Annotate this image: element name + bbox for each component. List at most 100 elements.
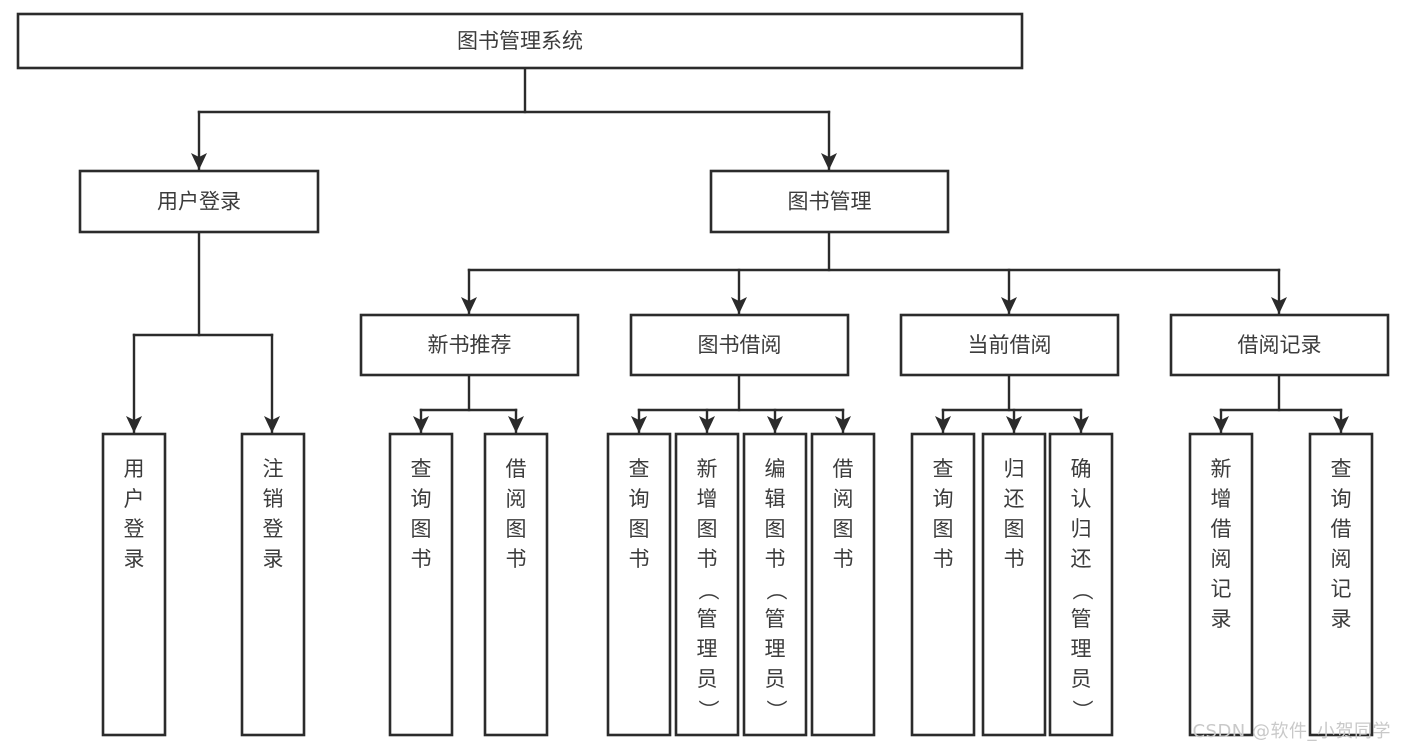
node-leaf-10-label-char: 认 xyxy=(1071,487,1092,511)
node-leaf-12-label-char: 借 xyxy=(1331,517,1352,541)
node-leaf-8-box[interactable] xyxy=(910,432,976,737)
node-leaf-7-label-char: 阅 xyxy=(833,487,854,511)
node-level2-2[interactable]: 当前借阅 xyxy=(899,313,1120,377)
node-leaf-7-box[interactable] xyxy=(810,432,876,737)
node-leaf-8-label-char: 图 xyxy=(933,517,954,541)
arrow-head xyxy=(1271,297,1287,314)
node-leaf-6-label-char: 员 xyxy=(765,667,786,691)
node-leaf-11-box[interactable] xyxy=(1188,432,1254,737)
arrow-head xyxy=(767,416,783,433)
arrow-head xyxy=(126,416,142,433)
node-leaf-4-label-char: 查 xyxy=(629,457,650,481)
node-level2-1-label: 图书借阅 xyxy=(698,333,782,357)
node-leaf-6-box[interactable] xyxy=(742,432,808,737)
node-level2-0-box[interactable] xyxy=(359,313,580,377)
node-leaf-8-label-char: 书 xyxy=(933,547,954,571)
node-leaf-9-box[interactable] xyxy=(981,432,1047,737)
connector-user-login-to-leaves xyxy=(132,230,274,434)
arrow-head xyxy=(1006,416,1022,433)
node-leaf-12-label-char: 查 xyxy=(1331,457,1352,481)
node-leaf-2-label-char: 询 xyxy=(411,487,432,511)
node-level1-1-label: 图书管理 xyxy=(788,190,872,214)
node-leaf-11-label-char: 阅 xyxy=(1211,547,1232,571)
node-level2-3[interactable]: 借阅记录 xyxy=(1169,313,1390,377)
node-leaf-3-label-char: 借 xyxy=(506,457,527,481)
connector-new-book-to-leaves xyxy=(419,373,518,434)
node-leaf-7-label-char: 书 xyxy=(833,547,854,571)
node-leaf-0-box[interactable] xyxy=(101,432,167,737)
nodes-layer: 图书管理系统用户登录图书管理新书推荐图书借阅当前借阅借阅记录用户登录注销登录查询… xyxy=(16,12,1390,737)
arrow-head xyxy=(631,416,647,433)
node-leaf-10-label-char: 管 xyxy=(1071,607,1092,631)
node-level1-1[interactable]: 图书管理 xyxy=(709,169,950,234)
node-leaf-5-label-char: 增 xyxy=(697,487,718,511)
node-leaf-4-box[interactable] xyxy=(606,432,672,737)
node-leaf-2-box[interactable] xyxy=(388,432,454,737)
node-leaf-5-label-char: （ xyxy=(696,580,720,601)
node-level1-0-label: 用户登录 xyxy=(157,190,241,214)
node-leaf-4-label-char: 图 xyxy=(629,517,650,541)
node-leaf-1-label-char: 注 xyxy=(263,457,284,481)
arrow-head xyxy=(731,297,747,314)
node-leaf-11-label-char: 增 xyxy=(1211,487,1232,511)
node-leaf-12-label-char: 阅 xyxy=(1331,547,1352,571)
node-leaf-1-label-char: 销 xyxy=(263,487,284,511)
node-level1-1-box[interactable] xyxy=(709,169,950,234)
node-leaf-5-label-char: 图 xyxy=(697,517,718,541)
node-leaf-9-label-char: 还 xyxy=(1004,487,1025,511)
node-leaf-7-label-char: 借 xyxy=(833,457,854,481)
node-leaf-0-label-char: 登 xyxy=(124,517,145,541)
node-leaf-5-label-char: 理 xyxy=(697,637,718,661)
node-root[interactable]: 图书管理系统 xyxy=(16,12,1024,70)
node-leaf-1-label-char: 登 xyxy=(263,517,284,541)
node-level1-0[interactable]: 用户登录 xyxy=(78,169,320,234)
node-leaf-1-box[interactable] xyxy=(240,432,306,737)
node-level2-2-box[interactable] xyxy=(899,313,1120,377)
connectors-layer xyxy=(126,66,1349,434)
node-leaf-10-label-char: 归 xyxy=(1071,517,1092,541)
node-level2-1-box[interactable] xyxy=(629,313,850,377)
node-leaf-4-label-char: 书 xyxy=(629,547,650,571)
node-leaf-8-label-char: 查 xyxy=(933,457,954,481)
node-leaf-3-box[interactable] xyxy=(483,432,549,737)
node-leaf-9-label-char: 归 xyxy=(1004,457,1025,481)
node-leaf-9-label-char: 书 xyxy=(1004,547,1025,571)
node-leaf-6-label-char: 管 xyxy=(765,607,786,631)
node-leaf-3-label-char: 书 xyxy=(506,547,527,571)
node-root-box[interactable] xyxy=(16,12,1024,70)
node-level1-0-box[interactable] xyxy=(78,169,320,234)
node-leaf-6-label-char: 书 xyxy=(765,547,786,571)
node-level2-0[interactable]: 新书推荐 xyxy=(359,313,580,377)
node-leaf-0[interactable]: 用户登录 xyxy=(101,432,167,737)
node-leaf-10-box[interactable] xyxy=(1048,432,1114,737)
node-leaf-12-box[interactable] xyxy=(1308,432,1374,737)
node-leaf-5-box[interactable] xyxy=(674,432,740,737)
node-leaf-12-label-char: 录 xyxy=(1331,607,1352,631)
node-level2-3-box[interactable] xyxy=(1169,313,1390,377)
node-leaf-10-label-char: 确 xyxy=(1071,457,1092,481)
connector-root-to-level1 xyxy=(197,66,831,171)
node-leaf-10-label-char: 还 xyxy=(1071,547,1092,571)
node-level2-2-label: 当前借阅 xyxy=(968,333,1052,357)
node-level2-1[interactable]: 图书借阅 xyxy=(629,313,850,377)
arrow-head xyxy=(461,297,477,314)
node-leaf-0-label-char: 用 xyxy=(124,457,145,481)
node-leaf-10-label-char: ） xyxy=(1070,700,1094,721)
node-leaf-12-label-char: 询 xyxy=(1331,487,1352,511)
node-leaf-5-label-char: ） xyxy=(696,700,720,721)
arrow-head xyxy=(835,416,851,433)
node-leaf-1-label-char: 录 xyxy=(263,547,284,571)
